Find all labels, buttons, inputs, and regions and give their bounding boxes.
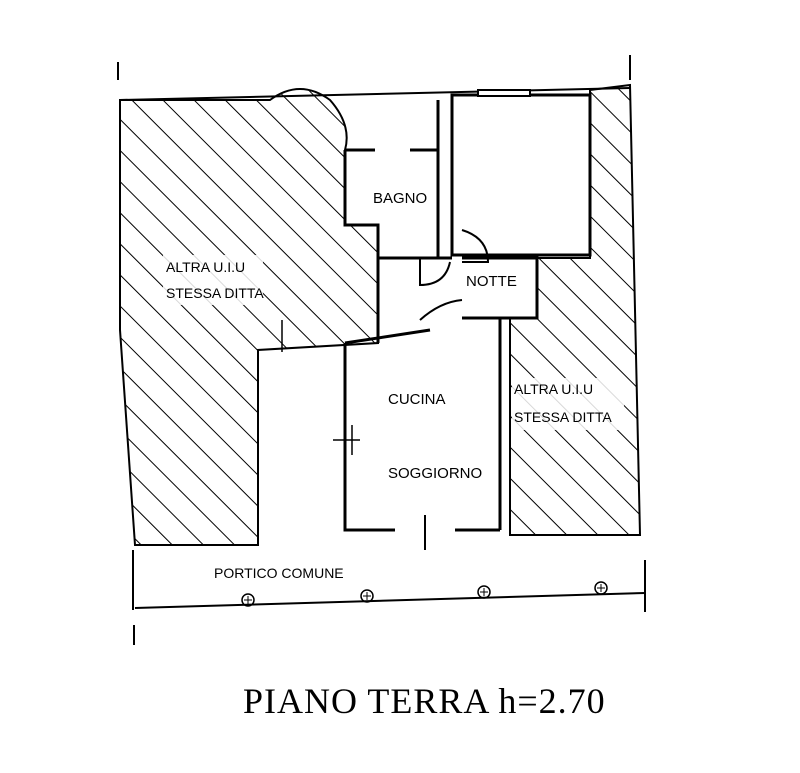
- door-swing-notte: [461, 229, 490, 263]
- column-marker: [241, 593, 255, 607]
- column-marker: [360, 589, 374, 603]
- column-marker: [594, 581, 608, 595]
- room-label-bagno: BAGNO: [373, 190, 427, 207]
- notte-walls: [376, 256, 539, 530]
- column-marker: [477, 585, 491, 599]
- room-label-soggiorno: SOGGIORNO: [388, 465, 482, 482]
- left-area-label-1: ALTRA U.I.U: [166, 259, 245, 275]
- door-swing-cucina: [419, 299, 463, 321]
- door-swing-bagno: [419, 258, 451, 287]
- window-top: [477, 89, 531, 97]
- plan-title: PIANO TERRA h=2.70: [243, 681, 606, 721]
- portico-label: PORTICO COMUNE: [214, 565, 344, 581]
- right-hatched-area: [509, 83, 642, 536]
- room-label-notte: NOTTE: [466, 273, 517, 290]
- camera-room-walls: [450, 93, 592, 257]
- bagno-walls: [343, 100, 452, 260]
- top-boundary-line: [119, 87, 631, 101]
- soggiorno-walls: [343, 328, 500, 532]
- right-area-label-1: ALTRA U.I.U: [514, 381, 593, 397]
- room-label-cucina: CUCINA: [388, 391, 446, 408]
- portico-bottom-line: [134, 592, 646, 609]
- left-hatched-area: [119, 88, 379, 546]
- left-area-label-2: STESSA DITTA: [166, 285, 264, 301]
- right-area-label-2: STESSA DITTA: [514, 409, 612, 425]
